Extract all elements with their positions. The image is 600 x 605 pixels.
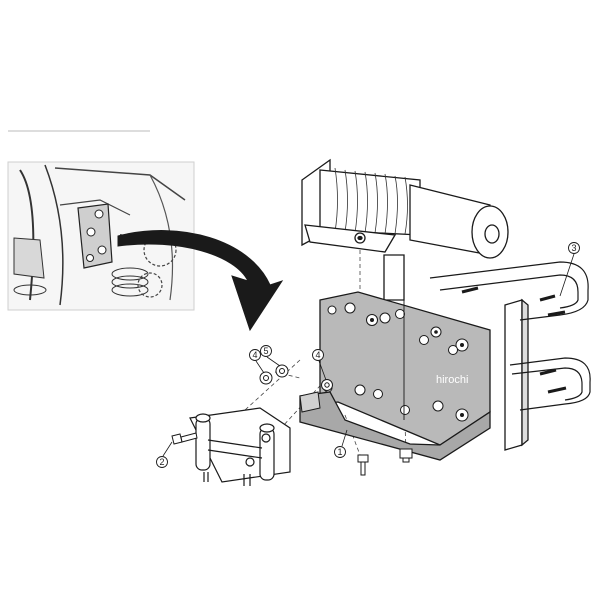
winch-illustration [301,158,509,259]
bottom-bolt-left [357,454,369,476]
mounting-plate [299,291,491,461]
watermark-text: hirochi [436,374,468,386]
callout-1: 1 [334,446,346,458]
callout-5-label: 5 [263,346,268,356]
roller-fairlead [189,407,291,486]
bottom-bolt-right [399,448,413,463]
callout-1-label: 1 [337,447,342,457]
callout-4-left: 4 [249,349,261,361]
callout-3-label: 3 [571,243,576,253]
callout-2: 2 [156,456,168,468]
callout-4-right-label: 4 [315,350,320,360]
callout-4-left-label: 4 [252,350,257,360]
callout-2-label: 2 [159,457,164,467]
callout-leaders [162,253,575,457]
washer-5 [275,364,289,378]
washer-nut-4-right [321,379,333,391]
callout-3: 3 [568,242,580,254]
inset-frame-illustration [7,161,195,311]
u-bolt-lower [509,357,591,411]
callout-4-right: 4 [312,349,324,361]
direction-arrow [117,230,284,332]
washer-nut-4-left [259,371,273,385]
callout-5: 5 [260,345,272,357]
frame-tubes [383,254,529,451]
u-bolt-upper [429,261,589,321]
hex-bolt-2 [171,432,198,445]
